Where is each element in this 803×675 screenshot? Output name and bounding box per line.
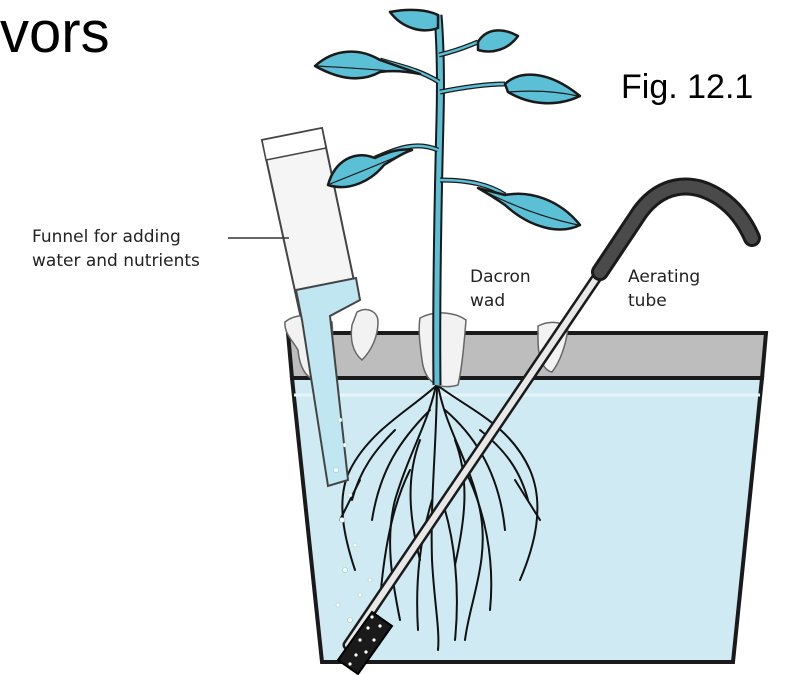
funnel-label-line1: Funnel for adding (32, 225, 200, 249)
funnel-label-line2: water and nutrients (32, 249, 200, 273)
aerating-label-line2: tube (628, 289, 700, 313)
dacron-label: Dacron wad (470, 265, 531, 313)
aerating-label-line1: Aerating (628, 265, 700, 289)
plant-leaves (315, 10, 580, 230)
leaf-right-lower (478, 188, 580, 229)
leaf-right-upper (505, 75, 580, 104)
leaf-apex (390, 10, 438, 30)
dacron-label-line1: Dacron (470, 265, 531, 289)
aerating-label: Aerating tube (628, 265, 700, 313)
funnel-label: Funnel for adding water and nutrients (32, 225, 200, 273)
dacron-wad-center (419, 313, 466, 387)
dacron-label-line2: wad (470, 289, 531, 313)
leaf-top (478, 30, 518, 51)
